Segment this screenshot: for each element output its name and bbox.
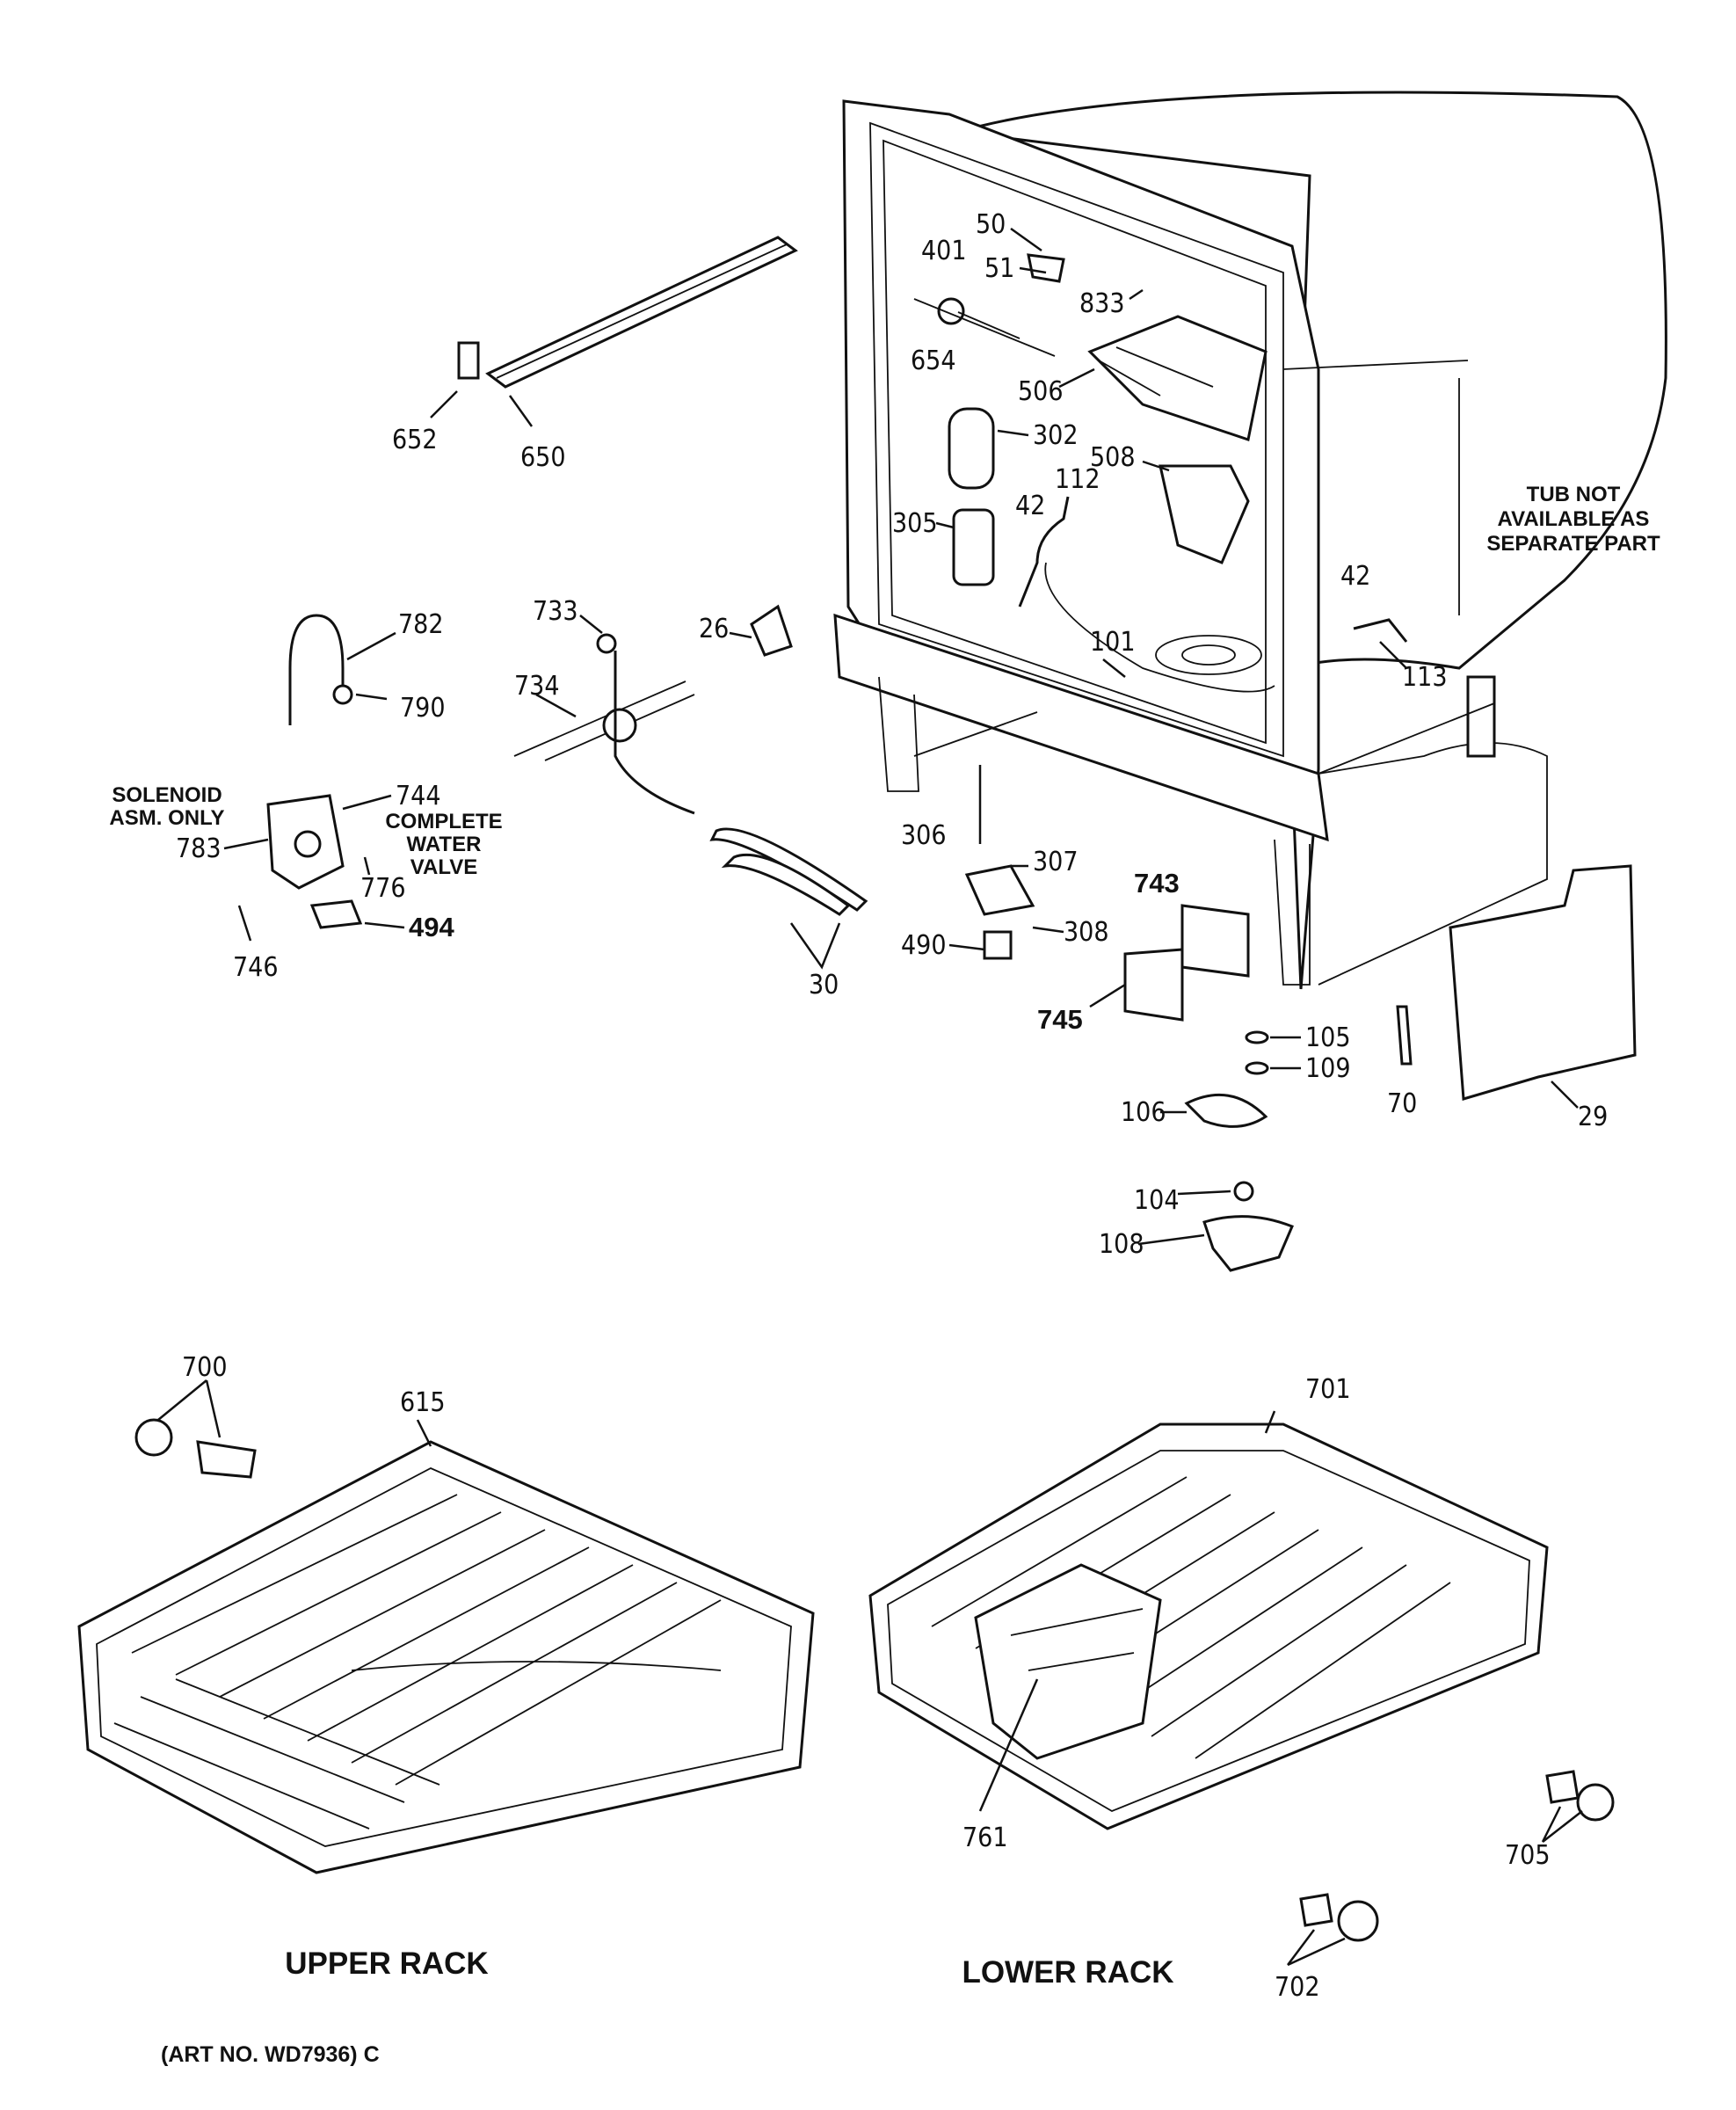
label-734: 734 (514, 671, 560, 702)
label-506: 506 (1018, 376, 1064, 407)
note-tub-line3: SEPARATE PART (1486, 532, 1660, 556)
label-702: 702 (1275, 1972, 1320, 2003)
label-104: 104 (1134, 1185, 1180, 1216)
label-650: 650 (520, 442, 566, 473)
label-29: 29 (1578, 1102, 1608, 1132)
note-valve-line2: WATER (407, 833, 482, 856)
note-valve-line3: VALVE (410, 855, 477, 879)
label-70: 70 (1387, 1088, 1417, 1119)
label-305: 305 (892, 508, 938, 539)
track-cap-shape (457, 341, 480, 380)
label-308: 308 (1064, 917, 1109, 948)
label-401: 401 (921, 236, 967, 266)
label-782: 782 (398, 609, 444, 640)
label-26: 26 (699, 614, 729, 644)
note-solenoid-line1: SOLENOID (112, 783, 222, 807)
caption-upper-rack: UPPER RACK (285, 1946, 488, 1981)
label-652: 652 (392, 425, 438, 455)
label-494: 494 (409, 912, 454, 942)
label-307: 307 (1033, 847, 1079, 877)
label-106: 106 (1121, 1097, 1166, 1128)
note-solenoid-line2: ASM. ONLY (109, 806, 224, 830)
label-783: 783 (176, 833, 222, 864)
label-746: 746 (233, 952, 279, 983)
label-776: 776 (360, 873, 406, 904)
label-705: 705 (1505, 1840, 1551, 1871)
art-number: (ART NO. WD7936) C (161, 2042, 380, 2067)
label-302: 302 (1033, 420, 1079, 451)
label-761: 761 (962, 1823, 1008, 1853)
label-109: 109 (1305, 1053, 1351, 1084)
label-833: 833 (1079, 288, 1125, 319)
label-743: 743 (1134, 868, 1180, 899)
label-112: 112 (1055, 464, 1100, 495)
label-42a: 42 (1015, 491, 1045, 521)
label-50: 50 (976, 209, 1006, 240)
label-700: 700 (182, 1352, 228, 1383)
label-105: 105 (1305, 1022, 1351, 1053)
tub-assembly (833, 91, 1667, 990)
label-490: 490 (901, 930, 947, 961)
note-valve-line1: COMPLETE (385, 810, 502, 833)
label-744: 744 (396, 781, 441, 811)
label-113: 113 (1402, 662, 1448, 693)
door-track-shape (485, 236, 798, 389)
label-654: 654 (911, 346, 956, 376)
label-733: 733 (533, 596, 578, 627)
label-42b: 42 (1340, 561, 1370, 592)
caption-lower-rack: LOWER RACK (962, 1955, 1173, 1990)
label-745: 745 (1037, 1004, 1083, 1035)
note-tub-line1: TUB NOT (1527, 483, 1621, 506)
label-101: 101 (1090, 627, 1136, 658)
label-51: 51 (984, 253, 1014, 284)
label-306: 306 (901, 820, 947, 851)
lower-rack (868, 1422, 1549, 1830)
note-tub-line2: AVAILABLE AS (1498, 507, 1650, 531)
label-108: 108 (1099, 1229, 1144, 1260)
label-701: 701 (1305, 1374, 1351, 1405)
label-790: 790 (400, 693, 446, 724)
upper-rack (77, 1440, 815, 1874)
label-508: 508 (1090, 442, 1136, 473)
label-30: 30 (809, 970, 839, 1000)
label-615: 615 (400, 1387, 446, 1418)
